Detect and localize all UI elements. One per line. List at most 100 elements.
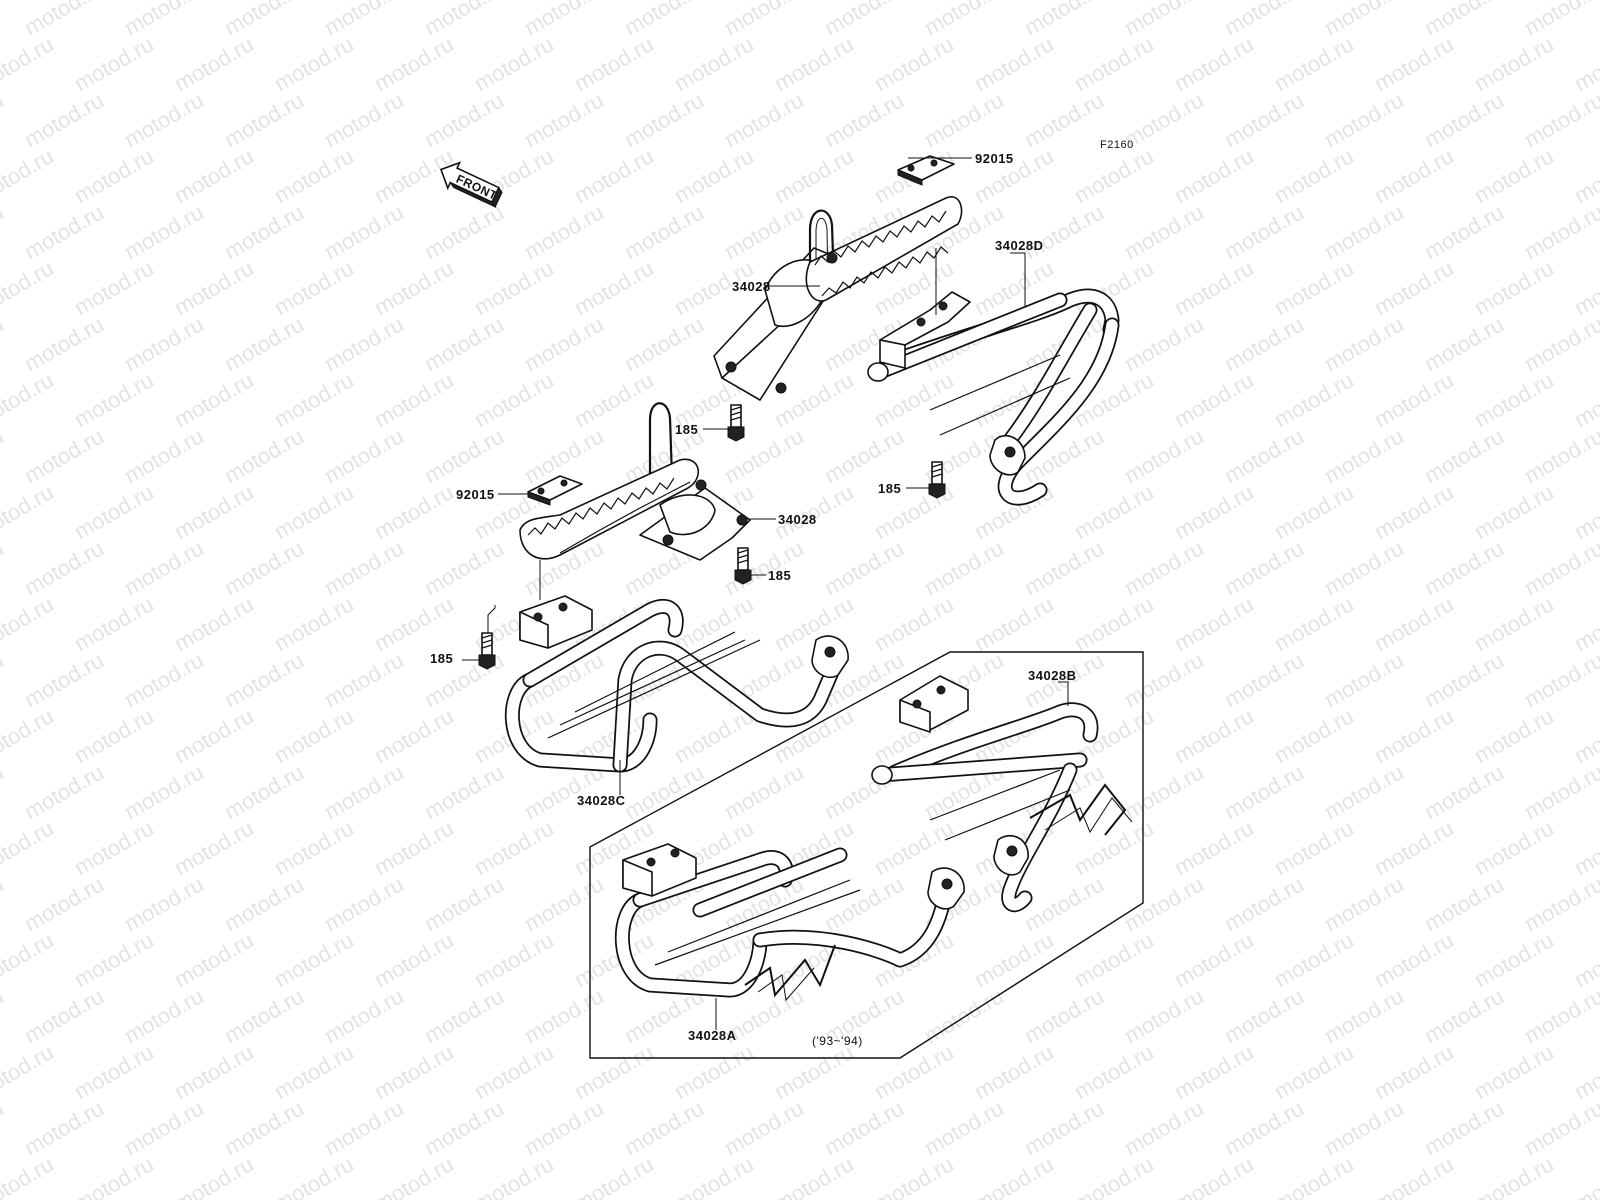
watermark-text: motod.ru [220,535,308,600]
watermark-text: motod.ru [1420,983,1508,1048]
watermark-text: motod.ru [270,31,358,96]
watermark-text: motod.ru [1570,479,1600,544]
watermark-text: motod.ru [320,311,408,376]
label-92015-left[interactable]: 92015 [456,487,495,502]
watermark-text: motod.ru [770,1151,858,1200]
watermark-text: motod.ru [1070,143,1158,208]
watermark-text: motod.ru [0,871,8,936]
watermark-text: motod.ru [120,1095,208,1160]
watermark-text: motod.ru [1370,927,1458,992]
watermark-text: motod.ru [1420,1095,1508,1160]
guard-c[interactable] [504,595,849,773]
guard-b[interactable] [871,675,1133,913]
watermark-text: motod.ru [70,367,158,432]
watermark-text: motod.ru [1420,535,1508,600]
watermark-text: motod.ru [1070,927,1158,992]
nut-plate-upper[interactable] [897,155,955,186]
watermark-text: motod.ru [320,535,408,600]
watermark-text: motod.ru [370,367,458,432]
watermark-text: motod.ru [770,31,858,96]
watermark-text: motod.ru [270,927,358,992]
watermark-text: motod.ru [1170,703,1258,768]
label-185-upper[interactable]: 185 [675,422,698,437]
watermark-text: motod.ru [1570,367,1600,432]
watermark-text: motod.ru [570,367,658,432]
watermark-text: motod.ru [1520,311,1600,376]
watermark-text: motod.ru [0,1095,8,1160]
label-185-right[interactable]: 185 [878,481,901,496]
label-34028b[interactable]: 34028B [1028,668,1077,683]
guard-d[interactable] [867,288,1120,506]
label-34028-upper[interactable]: 34028 [732,279,771,294]
watermark-text: motod.ru [1270,703,1358,768]
bolt-185-mid[interactable] [734,547,752,585]
bolt-185-upper[interactable] [727,404,745,442]
watermark-text: motod.ru [420,87,508,152]
watermark-text: motod.ru [1520,983,1600,1048]
watermark-text: motod.ru [1020,983,1108,1048]
watermark-text: motod.ru [70,479,158,544]
watermark-text: motod.ru [1220,311,1308,376]
watermark-text: motod.ru [370,1039,458,1104]
watermark-text: motod.ru [1220,647,1308,712]
guard-a[interactable] [614,843,965,1002]
label-92015-top[interactable]: 92015 [975,151,1014,166]
watermark-text: motod.ru [1370,367,1458,432]
watermark-text: motod.ru [1120,647,1208,712]
watermark-text: motod.ru [1570,591,1600,656]
label-34028d[interactable]: 34028D [995,238,1044,253]
watermark-text: motod.ru [170,703,258,768]
watermark-text: motod.ru [1220,759,1308,824]
watermark-text: motod.ru [1520,87,1600,152]
watermark-text: motod.ru [320,0,408,40]
watermark-text: motod.ru [1420,311,1508,376]
footrest-right[interactable] [713,196,963,401]
nut-plate-left[interactable] [527,475,583,506]
watermark-text: motod.ru [170,815,258,880]
watermark-text: motod.ru [20,647,108,712]
watermark-text: motod.ru [1520,199,1600,264]
watermark-text: motod.ru [420,983,508,1048]
watermark-text: motod.ru [220,1095,308,1160]
watermark-text: motod.ru [0,591,58,656]
watermark-text: motod.ru [420,0,508,40]
watermark-text: motod.ru [1320,871,1408,936]
watermark-text: motod.ru [1270,31,1358,96]
label-34028c[interactable]: 34028C [577,793,626,808]
watermark-text: motod.ru [0,479,58,544]
watermark-text: motod.ru [170,367,258,432]
watermark-text: motod.ru [720,535,808,600]
watermark-text: motod.ru [0,759,8,824]
watermark-text: motod.ru [20,535,108,600]
watermark-text: motod.ru [20,311,108,376]
watermark-text: motod.ru [570,31,658,96]
watermark-text: motod.ru [1070,591,1158,656]
label-185-left[interactable]: 185 [430,651,453,666]
watermark-text: motod.ru [1520,647,1600,712]
watermark-text: motod.ru [420,1095,508,1160]
watermark-text: motod.ru [470,1039,558,1104]
watermark-text: motod.ru [1170,591,1258,656]
watermark-text: motod.ru [970,31,1058,96]
label-34028-lower[interactable]: 34028 [778,512,817,527]
watermark-text: motod.ru [570,255,658,320]
watermark-text: motod.ru [1170,1039,1258,1104]
bolt-185-left[interactable] [478,632,496,670]
watermark-text: motod.ru [520,871,608,936]
footrest-left[interactable] [519,402,751,561]
bolt-185-right[interactable] [928,461,946,499]
watermark-text: motod.ru [170,1151,258,1200]
label-34028a[interactable]: 34028A [688,1028,737,1043]
watermark-text: motod.ru [1070,31,1158,96]
watermark-text: motod.ru [1420,647,1508,712]
watermark-text: motod.ru [720,199,808,264]
watermark-text: motod.ru [0,367,58,432]
watermark-text: motod.ru [1570,1151,1600,1200]
watermark-text: motod.ru [120,311,208,376]
watermark-text: motod.ru [670,143,758,208]
watermark-text: motod.ru [1170,479,1258,544]
watermark-text: motod.ru [1520,759,1600,824]
label-185-mid[interactable]: 185 [768,568,791,583]
watermark-text: motod.ru [1070,1151,1158,1200]
watermark-text: motod.ru [1220,1095,1308,1160]
